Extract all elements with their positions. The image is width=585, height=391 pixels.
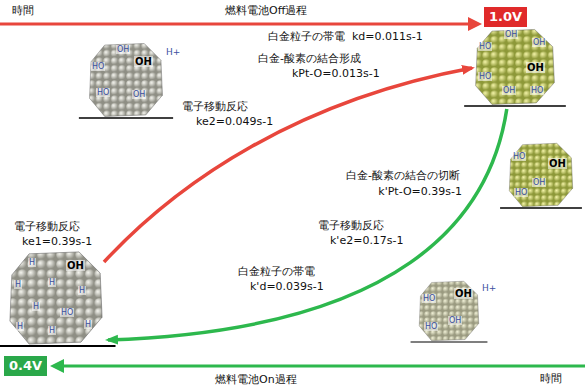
surface-group: HO bbox=[478, 72, 492, 81]
surface-group: HO bbox=[424, 322, 438, 331]
surface-group: HO bbox=[96, 88, 110, 97]
surface-group: OH bbox=[134, 56, 153, 67]
text-label: k'd=0.039s-1 bbox=[250, 280, 324, 293]
text-label: 白金粒子の帯電 bbox=[238, 265, 315, 278]
surface-group: HO bbox=[512, 152, 526, 161]
surface-group: OH bbox=[66, 260, 85, 271]
text-label: kd=0.011s-1 bbox=[352, 30, 423, 43]
text-label: 時間 bbox=[540, 372, 562, 385]
surface-group: HO bbox=[60, 308, 74, 317]
voltage-label: 1.0V bbox=[489, 9, 522, 24]
text-label: 燃料電池Off過程 bbox=[225, 4, 307, 17]
surface-group: H bbox=[84, 320, 92, 329]
text-label: 電子移動反応 bbox=[318, 219, 384, 232]
text-label: 白金粒子の帯電 bbox=[268, 30, 345, 43]
surface-group: OH bbox=[448, 316, 462, 325]
proton-label: H+ bbox=[166, 46, 180, 59]
surface-group: OH bbox=[532, 38, 546, 47]
text-label: 電子移動反応 bbox=[182, 100, 248, 113]
surface-group: H bbox=[28, 258, 36, 267]
arrow-head bbox=[468, 17, 482, 31]
text-label: 燃料電池On過程 bbox=[215, 373, 297, 386]
text-label: ke2=0.049s-1 bbox=[196, 115, 273, 128]
platinum-particle: OH HO OH HO OH bbox=[88, 42, 164, 118]
text-label: ke1=0.39s-1 bbox=[22, 235, 92, 248]
platinum-particle: OH HO OH HO bbox=[418, 280, 480, 342]
surface-group: OH bbox=[454, 288, 473, 299]
surface-group: HO bbox=[514, 188, 528, 197]
surface-group: H bbox=[48, 278, 56, 287]
text-label: 白金-酸素の結合形成 bbox=[258, 52, 361, 65]
surface-group: OH bbox=[526, 62, 545, 73]
arrow-head bbox=[50, 359, 64, 373]
platinum-particle: OH H H H H H HO H H H bbox=[8, 250, 104, 346]
off-process-arrow bbox=[0, 23, 470, 26]
surface-group: OH bbox=[502, 86, 516, 95]
proton-label: H+ bbox=[482, 282, 496, 295]
surface-group: OH bbox=[532, 178, 546, 187]
text-label: kPt-O=0.013s-1 bbox=[292, 67, 380, 80]
surface-group: OH bbox=[132, 90, 146, 99]
surface-group: H bbox=[14, 280, 22, 289]
voltage-label: 0.4V bbox=[9, 358, 42, 373]
surface-group: H bbox=[32, 302, 40, 311]
text-label: k'Pt-O=0.39s-1 bbox=[378, 185, 462, 198]
voltage-box: 0.4V bbox=[4, 356, 47, 376]
surface-group: H bbox=[48, 326, 56, 335]
on-process-arrow bbox=[62, 365, 585, 368]
platinum-particle: OH HO OH HO bbox=[508, 142, 574, 208]
surface-group: OH bbox=[116, 45, 130, 54]
process-curve bbox=[108, 109, 507, 340]
text-label: 白金-酸素の結合の切断 bbox=[346, 169, 460, 182]
surface-group: HO bbox=[91, 62, 105, 71]
text-label: 電子移動反応 bbox=[14, 220, 80, 233]
surface-group: OH bbox=[504, 30, 518, 39]
text-label: 時間 bbox=[12, 4, 34, 17]
surface-group: HO bbox=[530, 86, 544, 95]
text-label: k'e2=0.17s-1 bbox=[330, 234, 404, 247]
surface-group: OH bbox=[548, 158, 567, 169]
surface-group: H bbox=[16, 322, 24, 331]
voltage-box: 1.0V bbox=[484, 7, 527, 27]
surface-group: HO bbox=[478, 42, 492, 51]
surface-group: HO bbox=[422, 294, 436, 303]
surface-group: H bbox=[78, 286, 86, 295]
platinum-particle: OH OH HO OH HO OH HO bbox=[474, 28, 556, 106]
